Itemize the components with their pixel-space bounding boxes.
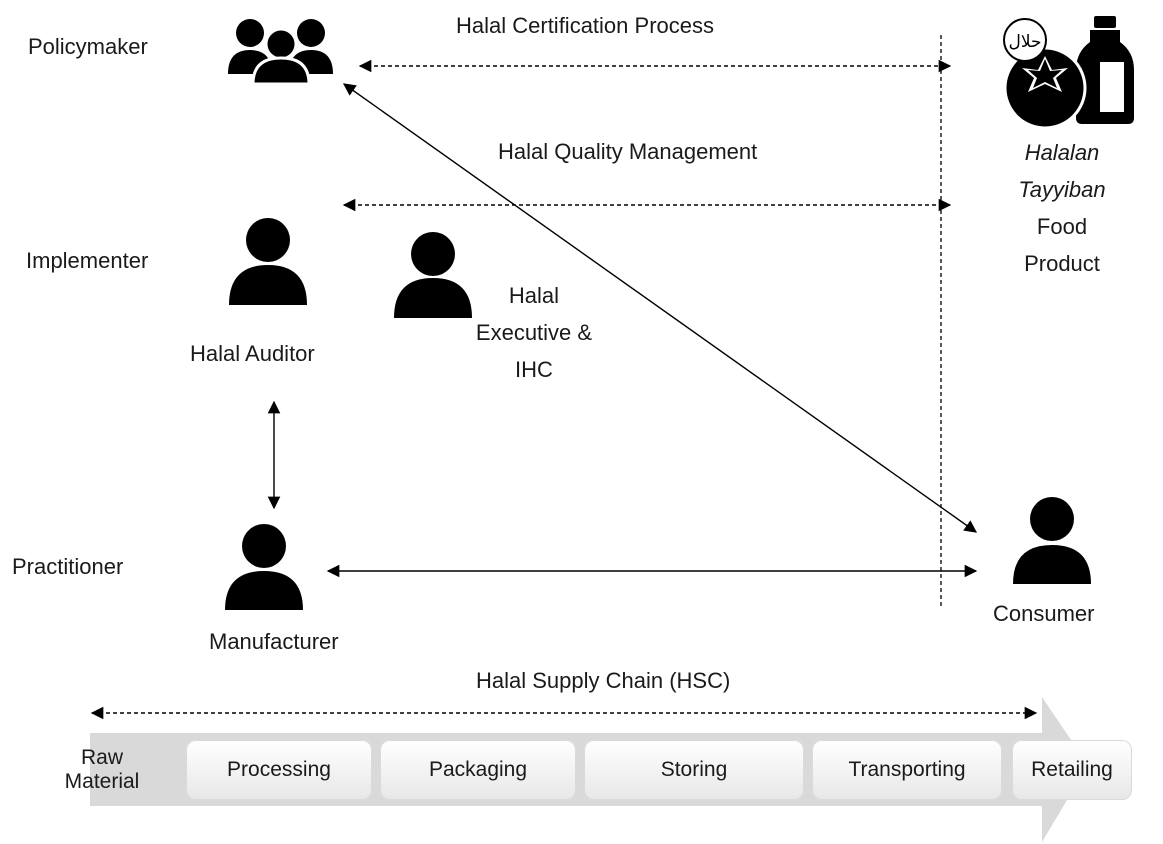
consumer-person-icon [1013, 497, 1091, 584]
role-practitioner: Practitioner [12, 554, 124, 579]
stage-label: Processing [227, 758, 331, 781]
stage-retailing: Retailing [1012, 740, 1132, 800]
stage-label: Retailing [1031, 758, 1113, 781]
auditor-label: Halal Auditor [190, 341, 315, 366]
product-label-line3: Food [1036, 214, 1088, 239]
executive-label-line1: Halal [508, 283, 560, 308]
executive-label-line2: Executive & [475, 320, 593, 345]
executive-person-icon [394, 232, 472, 318]
executive-label-line3: IHC [515, 357, 553, 382]
stage-label: Transporting [848, 758, 966, 781]
people-group-icon [228, 19, 333, 86]
stage-raw-material: Raw Material [30, 740, 174, 800]
policy-consumer-arrow [342, 83, 978, 533]
stage-label: Raw Material [64, 746, 140, 793]
product-label-line2: Tayyiban [1018, 177, 1106, 202]
stage-storing: Storing [584, 740, 804, 800]
role-implementer: Implementer [26, 248, 149, 273]
product-label-line4: Product [1024, 251, 1100, 276]
halal-food-product-icon: حلال [1003, 16, 1134, 130]
manufacturer-person-icon [225, 524, 303, 610]
supply-chain-label: Halal Supply Chain (HSC) [476, 668, 731, 693]
certification-label: Halal Certification Process [456, 13, 714, 38]
stage-transporting: Transporting [812, 740, 1002, 800]
consumer-label: Consumer [993, 601, 1095, 626]
role-policymaker: Policymaker [28, 34, 148, 59]
product-label-line1: Halalan [1024, 140, 1100, 165]
stage-label: Storing [660, 758, 728, 781]
quality-label: Halal Quality Management [498, 139, 758, 164]
auditor-person-icon [229, 218, 307, 305]
halal-logo-text: حلال [1008, 32, 1041, 52]
manufacturer-label: Manufacturer [209, 629, 339, 654]
stage-label: Packaging [428, 758, 528, 781]
stage-packaging: Packaging [380, 740, 576, 800]
stage-processing: Processing [186, 740, 372, 800]
